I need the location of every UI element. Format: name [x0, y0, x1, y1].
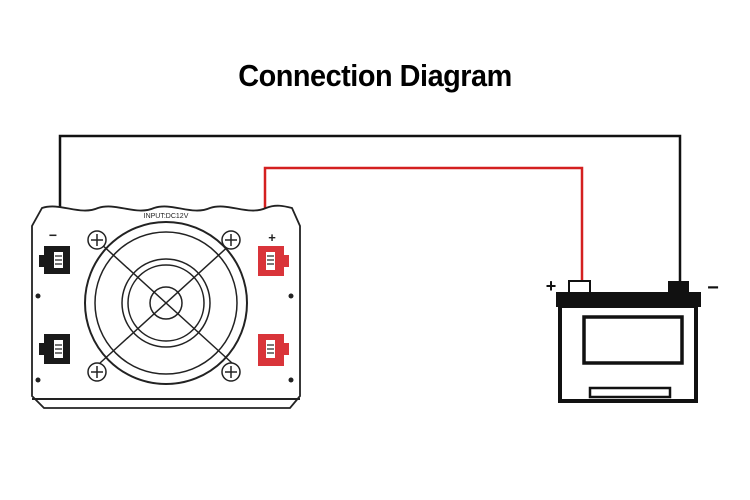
screw-top-right-icon: [221, 230, 241, 250]
battery-positive-mark: +: [546, 276, 557, 296]
screw-top-left-icon: [87, 230, 107, 250]
inverter-housing: [31, 204, 301, 409]
mount-dot: [288, 377, 294, 383]
screw-bottom-right-icon: [221, 362, 241, 382]
diagram-title: Connection Diagram: [238, 58, 512, 93]
negative-wire: [58, 134, 682, 283]
mount-dot: [35, 293, 41, 299]
positive-wire: [263, 166, 584, 283]
inverter-negative-terminal-bottom: [39, 334, 70, 364]
inverter-positive-terminal-bottom: [258, 334, 289, 366]
battery: + −: [546, 276, 719, 403]
battery-negative-terminal: [668, 281, 689, 293]
inverter-negative-mark: −: [49, 227, 57, 243]
inverter-positive-mark: +: [268, 230, 276, 245]
battery-positive-terminal: [568, 280, 591, 294]
fan-grill: [84, 221, 248, 385]
battery-negative-mark: −: [707, 277, 719, 299]
mount-dot: [35, 377, 41, 383]
screw-bottom-left-icon: [87, 362, 107, 382]
inverter-negative-terminal-top: [39, 246, 70, 274]
mount-dot: [288, 293, 294, 299]
battery-lid: [556, 292, 701, 307]
inverter: INPUT:DC12V: [31, 204, 301, 409]
battery-label-plate: [588, 386, 672, 399]
battery-window: [582, 315, 684, 365]
inverter-positive-terminal-top: [258, 246, 289, 276]
input-label: INPUT:DC12V: [144, 213, 189, 220]
